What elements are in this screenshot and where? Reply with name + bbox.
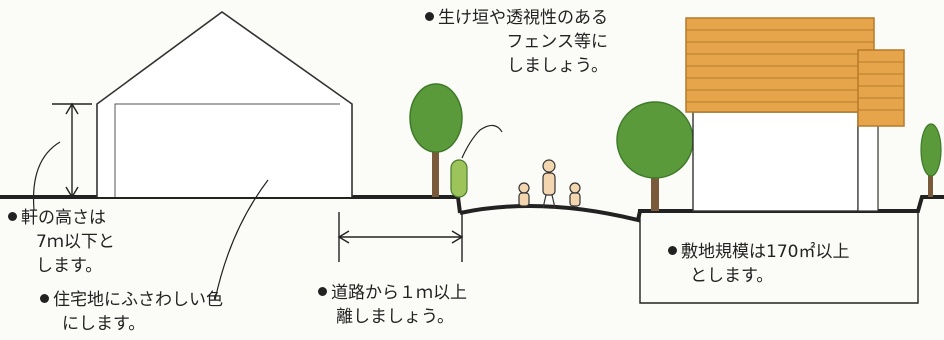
bullet-icon: [40, 294, 49, 303]
right-house: [685, 17, 905, 212]
residential-color-note: 住宅地にふさわしい色 にします。: [40, 288, 223, 336]
bullet-icon: [8, 212, 17, 221]
bullet-icon: [318, 287, 327, 296]
lot-size-note: 敷地規模は170㎡以上 とします。: [668, 240, 849, 288]
hedge-fence-note: 生け垣や透視性のある フェンス等に しましょう。: [423, 6, 608, 78]
bullet-icon: [424, 12, 434, 21]
eaves-height-marker: [52, 102, 92, 199]
road-setback-note: 道路から１ｍ以上 離しましょう。: [318, 281, 467, 329]
far-right-shrub: [920, 123, 942, 197]
hedge-shrub: [450, 159, 468, 198]
road-surface: [459, 203, 642, 223]
bullet-icon: [668, 246, 677, 255]
family-figures: [518, 159, 581, 209]
left-tree: [409, 83, 463, 197]
hedge-leader-line: [461, 124, 503, 159]
residential-leader-line: [214, 179, 269, 301]
lot-size-bracket: [639, 213, 919, 304]
right-tree: [616, 101, 694, 211]
eaves-leader-line: [32, 141, 61, 211]
setback-dimension: [337, 212, 464, 262]
left-house-inner-line: [114, 103, 340, 197]
eaves-height-note: 軒の高さは 7ｍ以下と します。: [8, 206, 115, 278]
